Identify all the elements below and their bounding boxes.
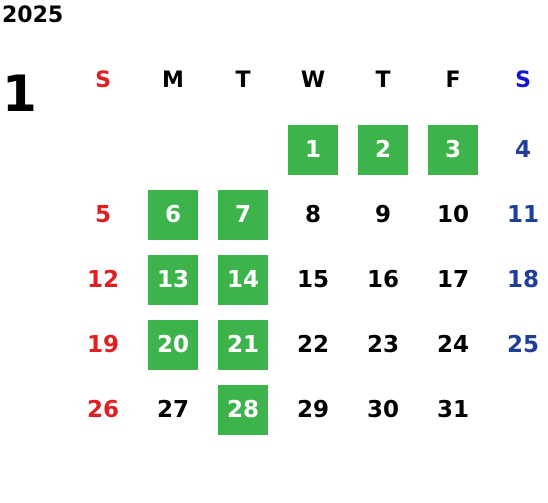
weekday-sat: S — [515, 68, 531, 93]
day-cell-2[interactable]: 2 — [358, 125, 408, 175]
day-cell-5[interactable]: 5 — [94, 202, 111, 228]
day-cell-27[interactable]: 27 — [156, 397, 189, 423]
day-cell-15[interactable]: 15 — [296, 267, 329, 293]
day-cell-28[interactable]: 28 — [218, 385, 268, 435]
day-cell-11[interactable]: 11 — [506, 202, 539, 228]
day-cell-12[interactable]: 12 — [86, 267, 119, 293]
day-cell-6[interactable]: 6 — [148, 190, 198, 240]
day-cell-25[interactable]: 25 — [506, 332, 539, 358]
day-cell-7[interactable]: 7 — [218, 190, 268, 240]
day-cell-17[interactable]: 17 — [436, 267, 469, 293]
day-cell-1[interactable]: 1 — [288, 125, 338, 175]
weekday-header: S M T W T F S — [0, 66, 548, 96]
day-cell-26[interactable]: 26 — [86, 397, 119, 423]
day-cell-21[interactable]: 21 — [218, 320, 268, 370]
day-cell-16[interactable]: 16 — [366, 267, 399, 293]
day-cell-10[interactable]: 10 — [436, 202, 469, 228]
day-cell-3[interactable]: 3 — [428, 125, 478, 175]
weekday-fri: F — [445, 68, 461, 93]
day-cell-23[interactable]: 23 — [366, 332, 399, 358]
day-cell-14[interactable]: 14 — [218, 255, 268, 305]
weekday-sun: S — [95, 68, 111, 93]
weekday-thu: T — [375, 68, 391, 93]
day-cell-8[interactable]: 8 — [304, 202, 321, 228]
day-cell-22[interactable]: 22 — [296, 332, 329, 358]
day-cell-9[interactable]: 9 — [374, 202, 391, 228]
calendar-month: 1 — [2, 65, 37, 123]
calendar-year: 2025 — [2, 3, 64, 28]
day-cell-19[interactable]: 19 — [86, 332, 119, 358]
day-cell-20[interactable]: 20 — [148, 320, 198, 370]
weekday-mon: M — [162, 68, 184, 93]
day-cell-30[interactable]: 30 — [366, 397, 399, 423]
day-cell-31[interactable]: 31 — [436, 397, 469, 423]
day-cell-4[interactable]: 4 — [514, 137, 531, 163]
day-cell-29[interactable]: 29 — [296, 397, 329, 423]
weekday-tue: T — [235, 68, 251, 93]
day-cell-24[interactable]: 24 — [436, 332, 469, 358]
day-cell-13[interactable]: 13 — [148, 255, 198, 305]
weekday-wed: W — [300, 68, 326, 93]
day-cell-18[interactable]: 18 — [506, 267, 539, 293]
